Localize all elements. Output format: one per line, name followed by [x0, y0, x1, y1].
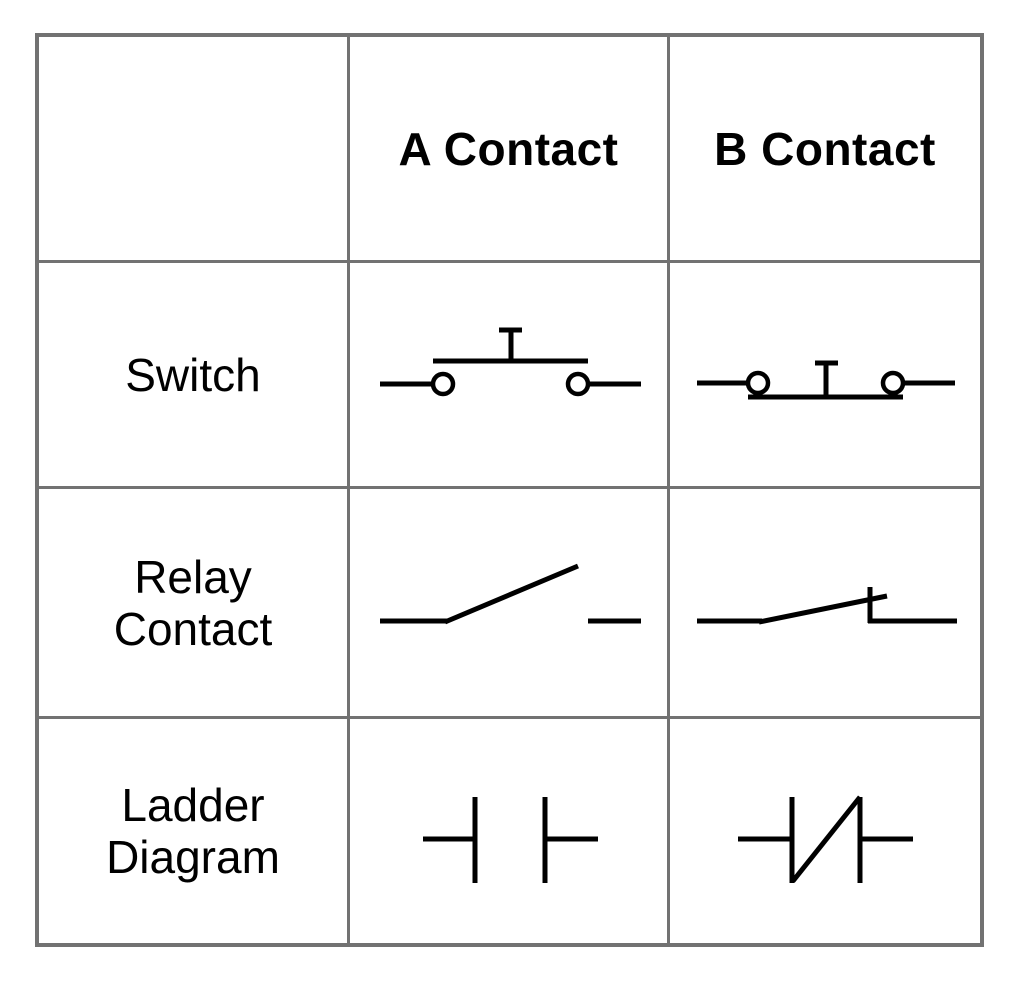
header-cell-blank — [39, 37, 350, 263]
cell-ladder-b-contact — [670, 719, 980, 943]
row-label-cell-relay-contact: Relay Contact — [39, 489, 350, 719]
cell-relay-b-contact — [670, 489, 980, 719]
cell-relay-a-contact — [350, 489, 670, 719]
row-label-cell-switch: Switch — [39, 263, 350, 489]
contact-comparison-table: A Contact B Contact Switch Relay Contact… — [35, 33, 984, 947]
header-cell-a-contact: A Contact — [350, 37, 670, 263]
ladder-diagram-row-label: Ladder Diagram — [106, 779, 280, 883]
switch-row-label: Switch — [125, 348, 261, 401]
header-cell-b-contact: B Contact — [670, 37, 980, 263]
b-contact-header-label: B Contact — [714, 122, 936, 175]
relay-contact-row-label: Relay Contact — [113, 550, 273, 655]
cell-switch-a-contact — [350, 263, 670, 489]
row-label-cell-ladder-diagram: Ladder Diagram — [39, 719, 350, 943]
cell-ladder-a-contact — [350, 719, 670, 943]
cell-switch-b-contact — [670, 263, 980, 489]
a-contact-header-label: A Contact — [398, 122, 619, 175]
